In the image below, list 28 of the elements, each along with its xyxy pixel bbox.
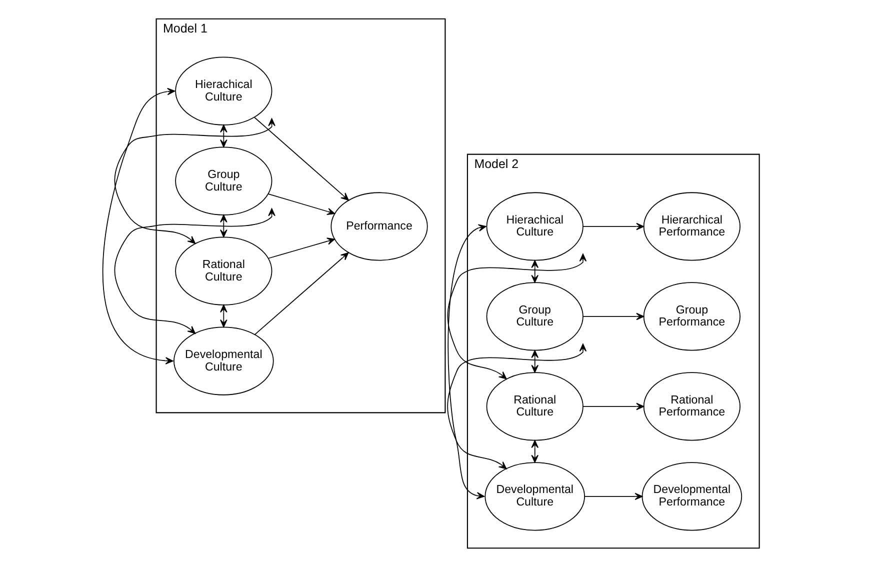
arrow <box>268 238 335 259</box>
node-ellipse: Hierarchical Performance <box>643 192 740 261</box>
node-ellipse: Rational Performance <box>643 372 740 441</box>
arrow <box>447 344 587 470</box>
arrow <box>531 440 539 463</box>
arrow <box>447 254 587 380</box>
arrow <box>220 304 228 328</box>
arrow <box>220 124 228 148</box>
arrow <box>582 312 644 320</box>
arrow <box>114 208 276 334</box>
node-ellipse: Group Culture <box>486 282 584 351</box>
arrow <box>114 118 276 244</box>
arrow <box>254 252 349 335</box>
arrow <box>582 222 644 230</box>
arrow <box>531 350 539 373</box>
arrow <box>268 194 336 216</box>
node-ellipse: Group Performance <box>643 282 740 351</box>
node-ellipse: Developmental Performance <box>642 462 742 531</box>
node-ellipse: Group Culture <box>175 146 272 216</box>
node-ellipse: Hierachical Culture <box>486 192 584 261</box>
arrow <box>582 402 644 410</box>
arrow <box>254 117 349 201</box>
node-ellipse: Hierachical Culture <box>175 56 272 126</box>
arrow <box>102 88 176 364</box>
arrow <box>220 214 228 238</box>
arrow <box>531 260 539 283</box>
arrow <box>584 492 643 500</box>
arrow <box>448 224 486 500</box>
